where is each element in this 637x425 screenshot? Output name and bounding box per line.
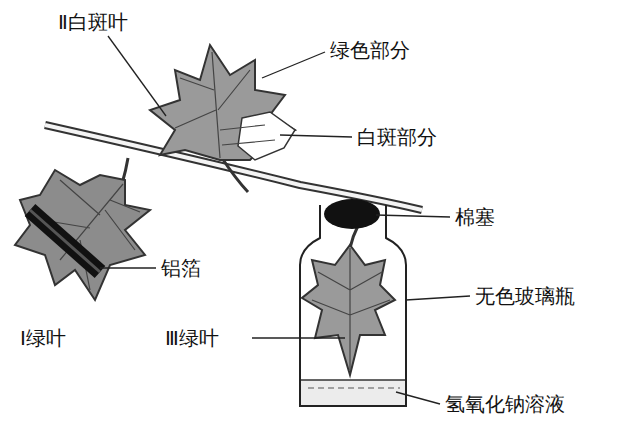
leader-line [376, 215, 450, 217]
sodium-hydroxide-solution [301, 380, 405, 405]
liquid-surface [301, 379, 405, 381]
leader-line [396, 392, 440, 404]
liquid-dashes [308, 388, 400, 389]
green-leaf [302, 245, 395, 375]
part-label: 无色玻璃瓶 [475, 284, 575, 308]
leader-lines [100, 36, 470, 404]
leader-line [406, 296, 470, 300]
leader-line [252, 337, 345, 338]
foil-highlight [30, 210, 100, 272]
petiole [222, 158, 248, 192]
aluminum-foil [30, 210, 100, 272]
part-label: 氢氧化钠溶液 [445, 392, 565, 416]
part-label: 绿色部分 [330, 38, 410, 62]
part-label: Ⅲ绿叶 [165, 326, 219, 350]
white-spot [238, 112, 295, 160]
green-leaf [15, 170, 150, 300]
part-label: Ⅱ白斑叶 [58, 10, 128, 34]
leaf-veins [30, 180, 140, 290]
leader-line [108, 36, 166, 116]
part-label: 白斑部分 [357, 125, 437, 149]
leader-line [100, 267, 156, 268]
glass-bottle [300, 205, 406, 406]
part-label: 棉塞 [455, 205, 495, 229]
leader-line [280, 135, 352, 137]
part-label: 铝箔 [161, 256, 201, 280]
leaf-veins [175, 52, 275, 158]
leader-line [262, 52, 325, 78]
part-label: Ⅰ绿叶 [20, 326, 66, 350]
cotton-plug [324, 199, 380, 229]
variegated-leaf [150, 45, 295, 160]
leaf-veins [312, 248, 390, 370]
